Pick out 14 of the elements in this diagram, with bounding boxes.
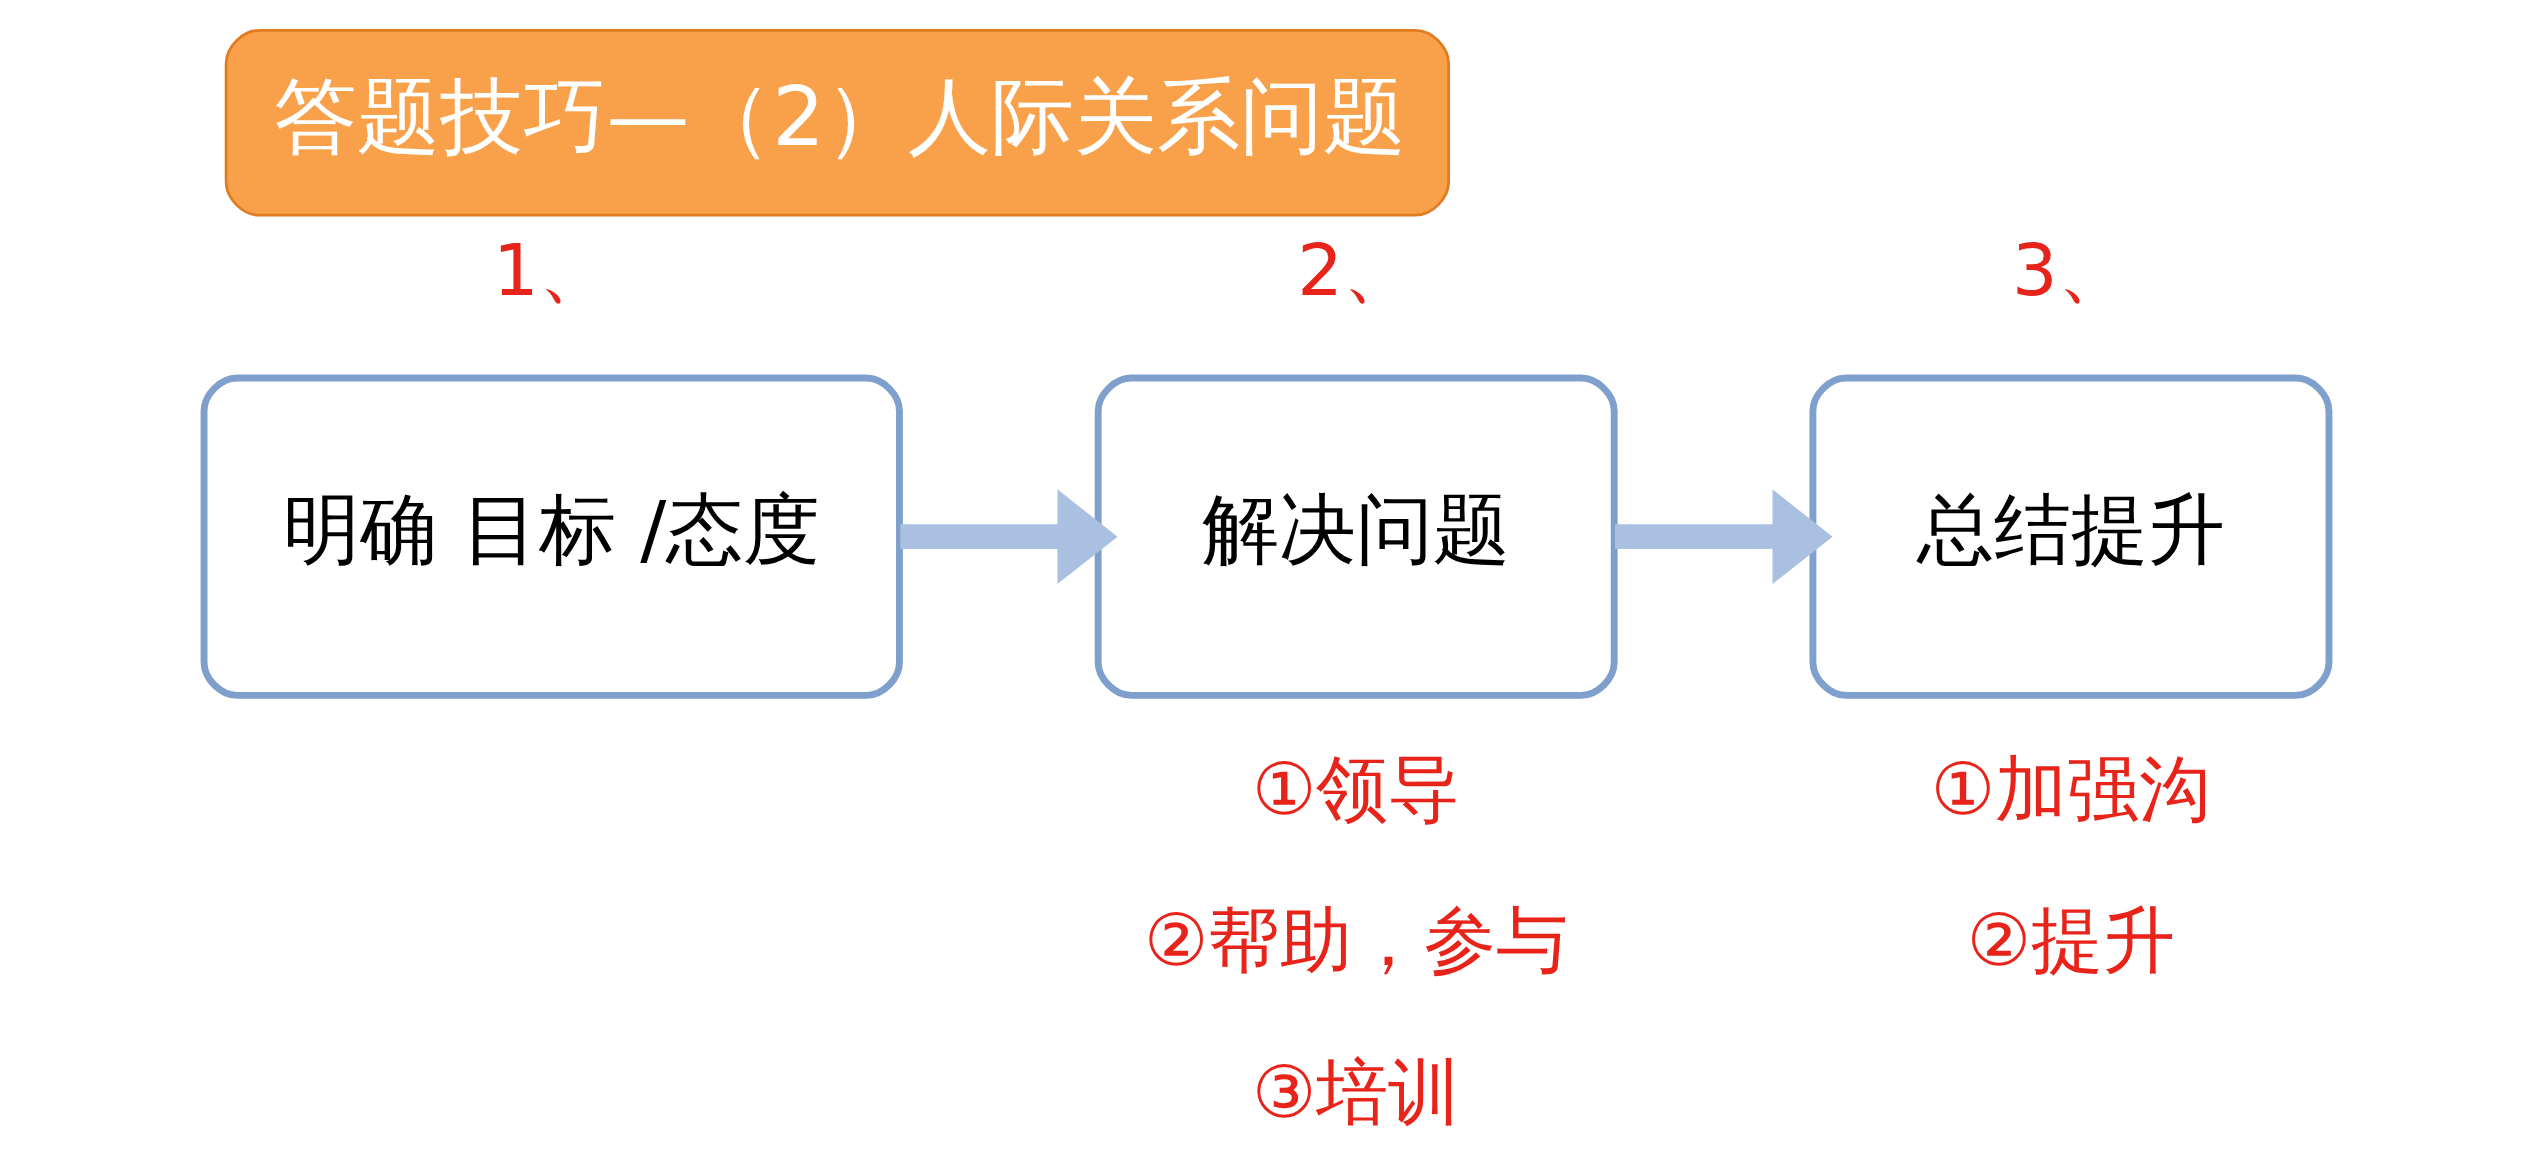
node-label: ③培训 [1251, 1050, 1460, 1135]
node-box: 解决问题 [1094, 374, 1618, 699]
node-label: ②提升 [1966, 898, 2175, 983]
node-box: 总结提升 [1808, 374, 2332, 699]
arrow [899, 489, 1118, 584]
node-box: 明确 目标 /态度 [200, 374, 903, 699]
node-label: 1、 [492, 227, 611, 312]
diagram-title: 答题技巧—（2）人际关系问题 [273, 67, 1406, 165]
node-label: ①加强沟 [1930, 746, 2211, 831]
arrow [1614, 489, 1833, 584]
node-label: ②帮助，参与 [1143, 898, 1568, 983]
node-label: 2、 [1296, 227, 1415, 312]
node-label: 3、 [2011, 227, 2130, 312]
node-label: ①领导 [1251, 746, 1460, 831]
